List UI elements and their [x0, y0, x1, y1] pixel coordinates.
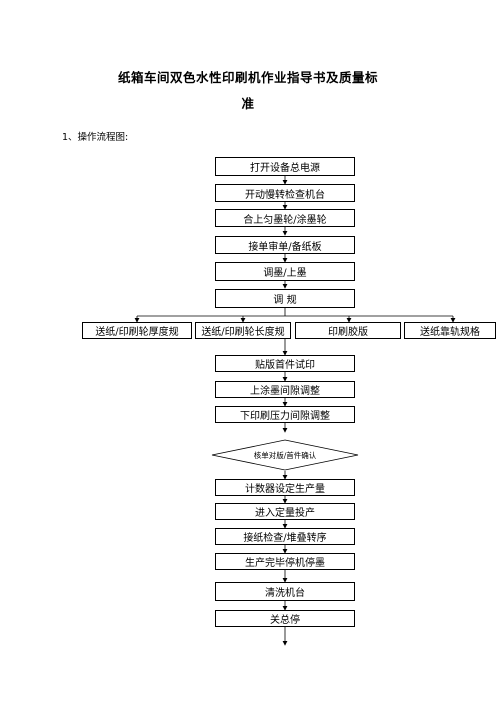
- step-mount-plate-trial: 贴版首件试印: [215, 355, 355, 372]
- decision-diamond-shape: [211, 439, 359, 471]
- step-receive-stack: 接纸检查/堆叠转序: [215, 528, 355, 545]
- branch-length-gauge: 送纸/印刷轮长度规: [195, 322, 291, 339]
- step-start-production: 进入定量投产: [215, 503, 355, 520]
- decision-first-piece-confirm: 核单对版/首件确认: [253, 451, 317, 460]
- branch-printing-plate: 印刷胶版: [295, 322, 401, 339]
- step-slow-run-check: 开动慢转检查机台: [215, 184, 355, 202]
- step-receive-order: 接单审单/备纸板: [215, 236, 355, 254]
- step-mix-ink: 调墨/上墨: [215, 262, 355, 281]
- step-main-power-off: 关总停: [215, 610, 355, 627]
- step-set-counter: 计数器设定生产量: [215, 479, 355, 496]
- step-coating-gap-adjust: 上涂墨间隙调整: [215, 381, 355, 398]
- step-engage-ink-rollers: 合上匀墨轮/涂墨轮: [215, 209, 355, 227]
- step-adjust-gauge: 调 规: [215, 289, 355, 308]
- step-stop-machine: 生产完毕停机停墨: [215, 553, 355, 570]
- branch-thickness-gauge: 送纸/印刷轮厚度规: [82, 322, 192, 339]
- section-heading: 1、操作流程图:: [62, 132, 129, 143]
- document-title-line-2: 准: [241, 96, 255, 111]
- step-power-on: 打开设备总电源: [215, 157, 355, 176]
- document-title-line-1: 纸箱车间双色水性印刷机作业指导书及质量标: [117, 70, 378, 85]
- step-clean-machine: 清洗机台: [215, 582, 355, 601]
- step-pressure-gap-adjust: 下印刷压力间隙调整: [215, 406, 355, 423]
- branch-rail-spec: 送纸靠轨规格: [404, 322, 496, 339]
